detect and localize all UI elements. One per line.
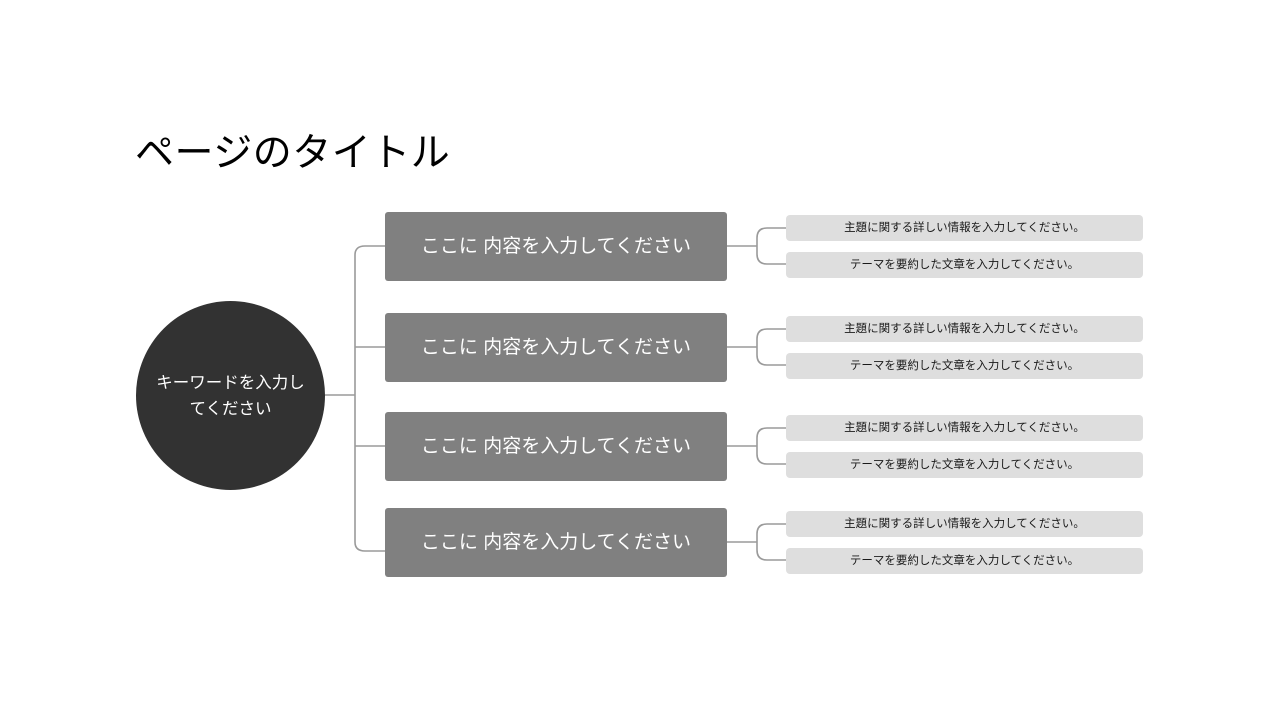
detail-bar-label: テーマを要約した文章を入力してください。: [849, 360, 1080, 372]
branch-box[interactable]: ここに 内容を入力してください: [385, 412, 727, 481]
branch-box-label: ここに 内容を入力してください: [420, 435, 692, 457]
detail-bar[interactable]: 主題に関する詳しい情報を入力してください。: [786, 316, 1143, 342]
branch-box[interactable]: ここに 内容を入力してください: [385, 313, 727, 382]
detail-bar[interactable]: テーマを要約した文章を入力してください。: [786, 353, 1143, 379]
detail-bar-label: 主題に関する詳しい情報を入力してください。: [844, 323, 1085, 335]
detail-bar[interactable]: テーマを要約した文章を入力してください。: [786, 548, 1143, 574]
detail-bar-label: 主題に関する詳しい情報を入力してください。: [844, 518, 1085, 530]
detail-bar[interactable]: テーマを要約した文章を入力してください。: [786, 452, 1143, 478]
branch-box-label: ここに 内容を入力してください: [420, 235, 692, 257]
branch-box[interactable]: ここに 内容を入力してください: [385, 212, 727, 281]
branch-box[interactable]: ここに 内容を入力してください: [385, 508, 727, 577]
detail-bar[interactable]: 主題に関する詳しい情報を入力してください。: [786, 511, 1143, 537]
branch-box-label: ここに 内容を入力してください: [420, 336, 692, 358]
detail-bar-label: 主題に関する詳しい情報を入力してください。: [844, 422, 1085, 434]
detail-bar-label: 主題に関する詳しい情報を入力してください。: [844, 222, 1085, 234]
detail-bar[interactable]: 主題に関する詳しい情報を入力してください。: [786, 415, 1143, 441]
detail-bar[interactable]: 主題に関する詳しい情報を入力してください。: [786, 215, 1143, 241]
branch-box-label: ここに 内容を入力してください: [420, 531, 692, 553]
detail-bar[interactable]: テーマを要約した文章を入力してください。: [786, 252, 1143, 278]
root-node-label: キーワードを入力してください: [156, 373, 305, 418]
detail-bar-label: テーマを要約した文章を入力してください。: [849, 555, 1080, 567]
page-title: ページのタイトル: [135, 132, 451, 175]
root-node-circle[interactable]: キーワードを入力してください: [136, 301, 325, 490]
detail-bar-label: テーマを要約した文章を入力してください。: [849, 259, 1080, 271]
detail-bar-label: テーマを要約した文章を入力してください。: [849, 459, 1080, 471]
